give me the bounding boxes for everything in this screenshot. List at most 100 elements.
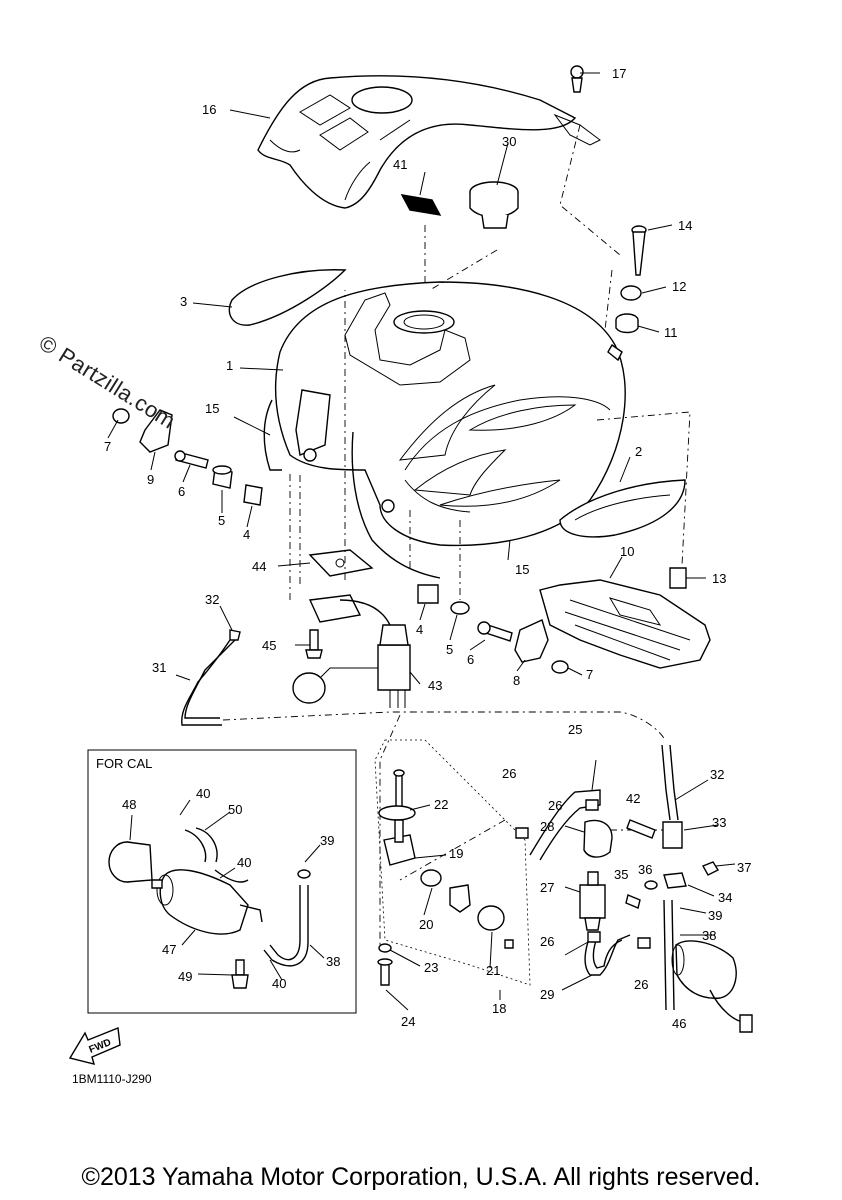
bolt-part-45 (305, 629, 323, 659)
lever-part-20 (449, 884, 471, 913)
hose-part-25 (529, 789, 601, 861)
callout-33: 33 (712, 815, 726, 830)
emblem-part-2 (559, 479, 686, 538)
callout-40a: 40 (196, 786, 210, 801)
callout-48: 48 (122, 797, 136, 812)
callout-24: 24 (401, 1014, 415, 1029)
washer-part-23 (378, 943, 392, 953)
fitting-part-42 (626, 819, 656, 839)
callout-15a: 15 (205, 401, 219, 416)
callout-37: 37 (737, 860, 751, 875)
callout-40c: 40 (272, 976, 286, 991)
fuel-pump-part-46 (675, 940, 737, 999)
fuel-filter-part-27 (579, 884, 606, 919)
for-cal-inset-title: FOR CAL (96, 756, 153, 771)
callout-5a: 5 (218, 513, 225, 528)
callout-7a: 7 (104, 439, 111, 454)
hose-part-38-inset (269, 885, 301, 961)
callout-32b: 32 (710, 767, 724, 782)
label-sticker-part-41 (400, 194, 442, 216)
callout-21: 21 (486, 963, 500, 978)
bolt-part-14 (631, 225, 647, 276)
damper-part-4 (243, 484, 263, 506)
screw-part-35 (625, 894, 641, 909)
callout-5b: 5 (446, 642, 453, 657)
callout-23: 23 (424, 960, 438, 975)
callout-30: 30 (502, 134, 516, 149)
for-cal-parts (108, 799, 325, 989)
hose-part-29 (584, 934, 631, 976)
callout-25: 25 (568, 722, 582, 737)
hose-part-15-right (351, 431, 441, 579)
callout-50: 50 (228, 802, 242, 817)
right-mount-parts (417, 584, 569, 674)
fuel-tank-part-1 (274, 281, 626, 547)
callout-29: 29 (540, 987, 554, 1002)
callout-36: 36 (638, 862, 652, 877)
callout-8: 8 (513, 673, 520, 688)
hose-part-31 (184, 639, 236, 719)
callout-34: 34 (718, 890, 732, 905)
callout-4b: 4 (416, 622, 423, 637)
callout-42: 42 (626, 791, 640, 806)
callout-10: 10 (620, 544, 634, 559)
callout-16: 16 (202, 102, 216, 117)
callout-45: 45 (262, 638, 276, 653)
callout-19: 19 (449, 846, 463, 861)
callout-39a: 39 (320, 833, 334, 848)
tank-cover-part-16 (257, 75, 601, 209)
leader-dash-lines (222, 124, 691, 986)
pad-part-3 (228, 269, 347, 326)
callout-49: 49 (178, 969, 192, 984)
callout-40b: 40 (237, 855, 251, 870)
callout-44: 44 (252, 559, 266, 574)
canister-part-47 (159, 869, 249, 935)
callout-9: 9 (147, 472, 154, 487)
callout-38a: 38 (702, 928, 716, 943)
fuel-filter-part-28 (583, 819, 613, 858)
callout-numbers: 17 16 30 41 14 12 3 11 1 15 7 9 2 6 5 4 … (104, 66, 751, 1031)
callout-26a: 26 (502, 766, 516, 781)
callout-4a: 4 (243, 527, 250, 542)
fuel-cock-assembly (377, 769, 514, 1011)
for-cal-inset-box (87, 749, 357, 1014)
callout-38b: 38 (326, 954, 340, 969)
gasket-part-44 (308, 549, 374, 577)
bracket-part-9 (139, 409, 173, 453)
callout-26d: 26 (634, 977, 648, 992)
plate-part-21 (477, 905, 505, 931)
callout-26b: 26 (548, 798, 562, 813)
callout-leaders (107, 72, 706, 685)
clip-part-32 (229, 629, 241, 641)
callout-46: 46 (672, 1016, 686, 1031)
nut-part-7 (112, 408, 130, 424)
callout-11: 11 (664, 325, 678, 340)
collar-part-13 (669, 567, 687, 589)
callout-28: 28 (540, 819, 554, 834)
callout-43: 43 (428, 678, 442, 693)
fuel-cock-part-22 (395, 774, 403, 811)
callout-6b: 6 (467, 652, 474, 667)
callout-35: 35 (614, 867, 628, 882)
callout-32a: 32 (205, 592, 219, 607)
callout-7b: 7 (586, 667, 593, 682)
callout-13: 13 (712, 571, 726, 586)
diagram-code: 1BM1110-J290 (72, 1072, 152, 1086)
bolt-part-49 (235, 959, 245, 976)
left-mount-parts (112, 408, 263, 506)
copyright-notice: ©2013 Yamaha Motor Corporation, U.S.A. A… (81, 1163, 761, 1191)
collar-part-12 (620, 285, 642, 301)
callout-31: 31 (152, 660, 166, 675)
filter-and-hoses (515, 744, 753, 1033)
callout-6a: 6 (178, 484, 185, 499)
callout-1: 1 (226, 358, 233, 373)
callout-22: 22 (434, 797, 448, 812)
clip-part-17 (570, 65, 584, 93)
callout-17: 17 (612, 66, 626, 81)
callout-12: 12 (672, 279, 686, 294)
fuel-cap-part-30 (469, 181, 519, 229)
callout-41: 41 (393, 157, 407, 172)
cap-part-37 (702, 861, 720, 876)
callout-2: 2 (635, 444, 642, 459)
